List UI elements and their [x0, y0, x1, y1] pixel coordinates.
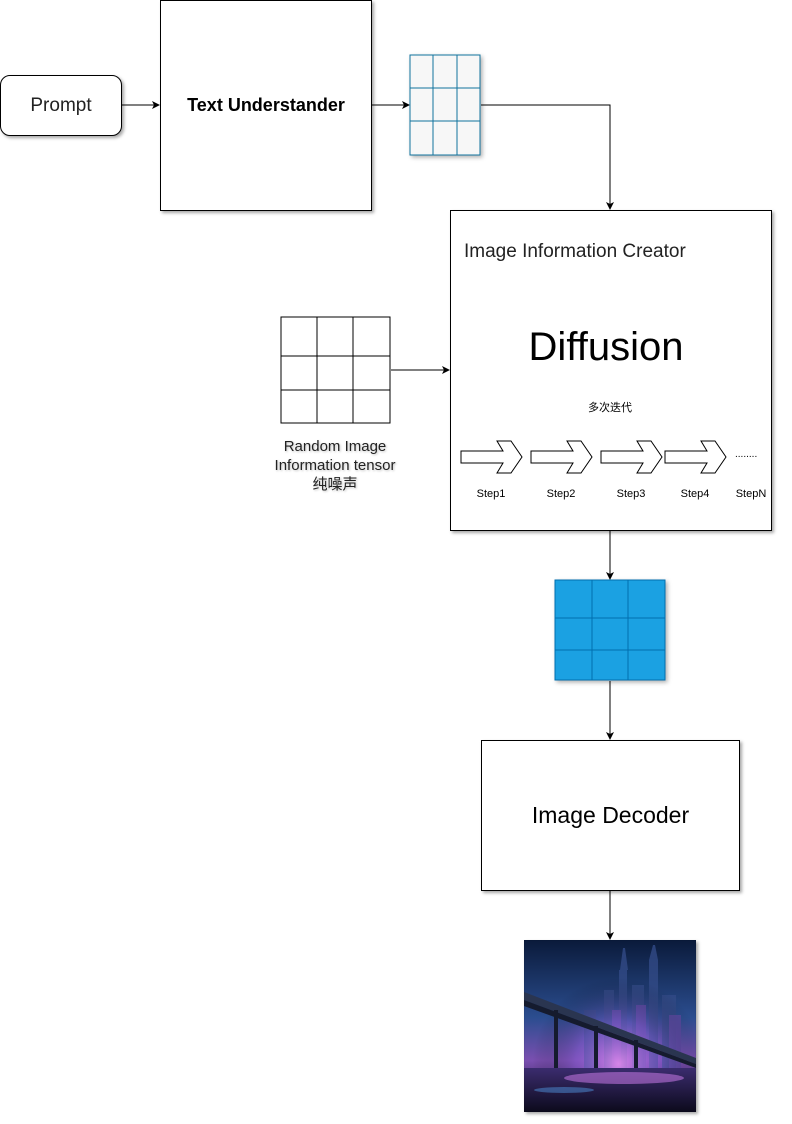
futuristic-city-image [524, 940, 696, 1112]
image-decoder-node: Image Decoder [481, 740, 740, 891]
latent-tensor-grid [554, 579, 666, 681]
text-embedding-grid [409, 54, 481, 156]
creator-title: Image Information Creator [464, 241, 686, 262]
iterate-label: 多次迭代 [588, 402, 632, 414]
random-tensor-caption: Random Image Information tensor 纯噪声 [250, 437, 420, 494]
step-label-1: Step1 [476, 488, 506, 500]
image-information-creator-node: Image Information Creator Diffusion 多次迭代… [450, 210, 772, 531]
random-tensor-line3: 纯噪声 [312, 476, 358, 493]
step4-arrow-icon [664, 440, 727, 474]
step-label-2: Step2 [546, 488, 576, 500]
step1-arrow-icon [460, 440, 523, 474]
image-decoder-label: Image Decoder [531, 802, 690, 828]
random-tensor-line1: Random Image [283, 438, 387, 455]
random-tensor-line2: Information tensor [274, 457, 396, 474]
step2-arrow-icon [530, 440, 593, 474]
step-arrows [460, 440, 727, 474]
step-label-n: StepN [735, 488, 767, 500]
steps-ellipsis: ........ [735, 449, 758, 460]
step-label-3: Step3 [616, 488, 646, 500]
arrow-embedding-to-creator [481, 104, 614, 210]
step-label-4: Step4 [680, 488, 710, 500]
text-understander-node: Text Understander [160, 0, 372, 211]
text-understander-label: Text Understander [187, 95, 345, 115]
prompt-node: Prompt [0, 75, 122, 136]
prompt-label: Prompt [30, 94, 92, 116]
diffusion-label: Diffusion [528, 325, 684, 369]
noise-tensor-grid [280, 316, 391, 424]
step3-arrow-icon [600, 440, 663, 474]
